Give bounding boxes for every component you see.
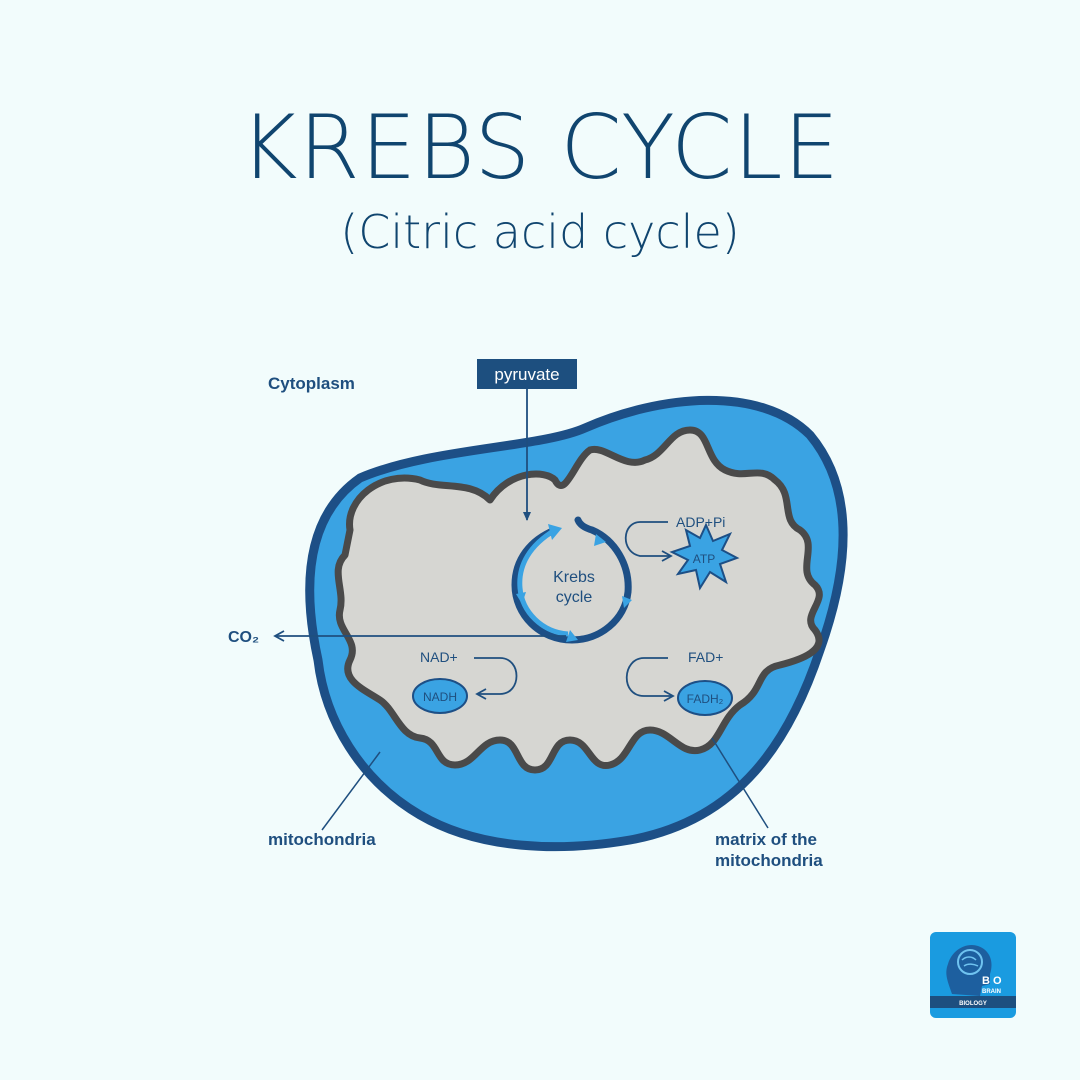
logo-biology-text: BIOLOGY: [959, 1001, 987, 1007]
mitochondria-pointer: [321, 751, 381, 831]
atp-label: ATP: [693, 552, 715, 566]
krebs-cycle-inner-ring: [517, 527, 569, 637]
fad-to-fadh2-arrow: [625, 657, 675, 702]
matrix-label-line2: mitochondria: [715, 851, 823, 870]
cycle-arrowhead-3: [622, 596, 632, 608]
bio-brain-logo: B O BRAIN BIOLOGY: [930, 932, 1016, 1018]
cycle-arrowhead-4: [566, 630, 578, 642]
co2-label: CO₂: [228, 629, 259, 646]
pyruvate-label: pyruvate: [494, 365, 559, 384]
cytoplasm-label: Cytoplasm: [268, 374, 355, 393]
fad-plus-label: FAD+: [688, 649, 723, 665]
fadh2-label: FADH₂: [687, 692, 724, 706]
page-title: KREBS CYCLE: [239, 96, 841, 199]
pyruvate-box: [477, 359, 577, 389]
nad-plus-label: NAD+: [420, 649, 458, 665]
logo-bio-text: B O: [982, 975, 1002, 987]
page-subtitle: (Citric acid cycle): [340, 205, 740, 259]
nadh-label: NADH: [423, 690, 457, 704]
matrix-pointer: [711, 737, 769, 829]
adp-pi-label: ADP+Pi: [676, 514, 725, 530]
matrix-label-line1: matrix of the: [715, 830, 817, 849]
cycle-arrowhead-5: [516, 592, 526, 604]
cycle-arrowhead-2: [594, 534, 606, 546]
logo-brain-text: BRAIN: [982, 989, 1001, 995]
fadh2-ellipse: [677, 680, 733, 716]
nad-to-nadh-arrow: [474, 657, 518, 700]
mitochondria-label: mitochondria: [268, 830, 376, 849]
atp-star: [669, 522, 740, 591]
krebs-label-line1: Krebs: [553, 569, 595, 586]
head-brain-icon: B O BRAIN BIOLOGY: [930, 944, 1016, 1008]
nadh-ellipse: [412, 678, 468, 714]
krebs-label-line2: cycle: [556, 589, 593, 606]
krebs-cycle-ring: [511, 516, 632, 644]
adp-to-atp-arrow: [624, 521, 673, 562]
cycle-arrowhead-1: [548, 524, 562, 540]
